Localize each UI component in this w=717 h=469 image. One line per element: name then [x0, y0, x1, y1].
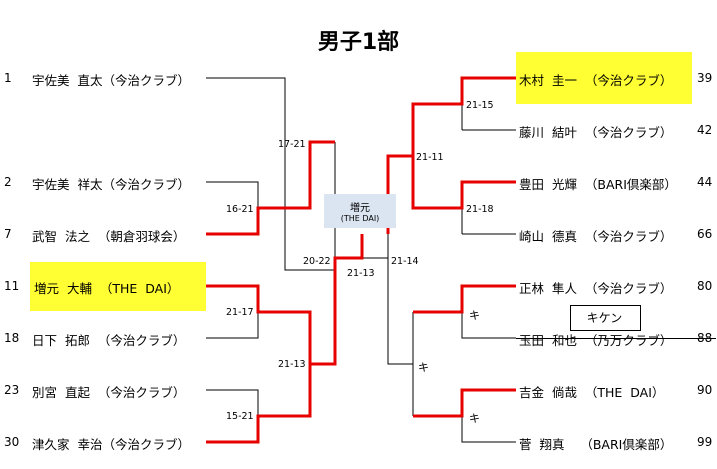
player-name: 武智 法之 （朝倉羽球会）: [32, 229, 186, 244]
player-name: 別宮 直起 （今治クラブ）: [32, 385, 186, 400]
score-label: 21-14: [391, 256, 419, 267]
score-label: 20-22: [303, 256, 331, 267]
page-title: 男子1部: [317, 30, 400, 55]
player-name: 豊田 光輝 （BARI倶楽部）: [519, 177, 677, 192]
seed-number: 2: [4, 175, 12, 189]
line-win-seed90: [413, 388, 516, 418]
seed-number: 80: [697, 279, 713, 293]
highlight-player-11: [30, 262, 206, 311]
seed-number: 1: [4, 71, 12, 85]
winner-team: (THE DAI): [340, 214, 380, 223]
player-name: 崎山 德真 （今治クラブ）: [519, 229, 673, 244]
line-win-seed39: [386, 76, 516, 234]
withdrawal-label: キケン: [586, 311, 623, 325]
seed-number: 30: [4, 435, 20, 449]
player-name: 木村 圭一 （今治クラブ）: [519, 73, 673, 88]
withdrawal-box: [570, 305, 641, 331]
player-name: 玉田 和也 （乃万クラブ）: [519, 333, 673, 348]
player-name: 菅 翔真 （BARI倶楽部）: [519, 437, 673, 452]
line-right-seed66: [461, 208, 516, 235]
line-left-seed23: [206, 389, 259, 416]
score-label: 21-17: [226, 307, 254, 318]
score-label: 15-21: [226, 411, 254, 422]
player-name: 津久家 幸治（今治クラブ）: [32, 437, 190, 452]
player-name: 日下 拓郎 （今治クラブ）: [32, 333, 186, 348]
player-name: 宇佐美 祥太（今治クラブ）: [32, 177, 190, 192]
line-right-semi-lower: [387, 234, 413, 365]
player-name: 正林 隼人 （今治クラブ）: [519, 281, 673, 296]
seed-number: 66: [697, 227, 713, 241]
score-label: 21-13: [347, 268, 375, 279]
seed-number: 23: [4, 383, 20, 397]
winner-name: 増元: [350, 203, 370, 214]
player-name: 藤川 結叶 （今治クラブ）: [519, 125, 673, 140]
line-win-seed44: [411, 156, 516, 210]
seed-number: 42: [697, 123, 713, 137]
score-label: 21-15: [466, 100, 494, 111]
line-win-seed7: [206, 140, 335, 236]
score-label: キ: [418, 361, 429, 374]
line-win-seed11: [206, 234, 364, 366]
line-left-seed2: [206, 181, 259, 208]
score-label: キ: [469, 309, 480, 322]
seed-number: 90: [697, 383, 713, 397]
winner-box: [324, 194, 396, 228]
score-label: 21-13: [278, 359, 306, 370]
score-label: 17-21: [278, 139, 306, 150]
score-label: 21-18: [466, 204, 494, 215]
seed-number: 44: [697, 175, 713, 189]
score-label: 21-11: [416, 152, 444, 163]
player-name: 宇佐美 直太（今治クラブ）: [32, 73, 190, 88]
line-win-seed30: [206, 364, 312, 444]
highlight-player-39: [516, 52, 692, 104]
score-label: キ: [469, 412, 480, 425]
line-left-seed18: [206, 312, 259, 339]
seed-number: 99: [697, 435, 713, 449]
line-left-seed1: [206, 77, 335, 271]
score-label: 16-21: [226, 204, 254, 215]
seed-number: 39: [697, 71, 713, 85]
player-name: 吉金 倘哉 （THE DAI）: [519, 385, 665, 400]
seed-number: 11: [4, 279, 20, 293]
seed-number: 7: [4, 227, 12, 241]
player-name: 増元 大輔 （THE DAI）: [34, 281, 180, 296]
withdrawn-strike: [516, 338, 716, 339]
seed-number: 18: [4, 331, 20, 345]
line-win-seed80: [413, 284, 516, 314]
